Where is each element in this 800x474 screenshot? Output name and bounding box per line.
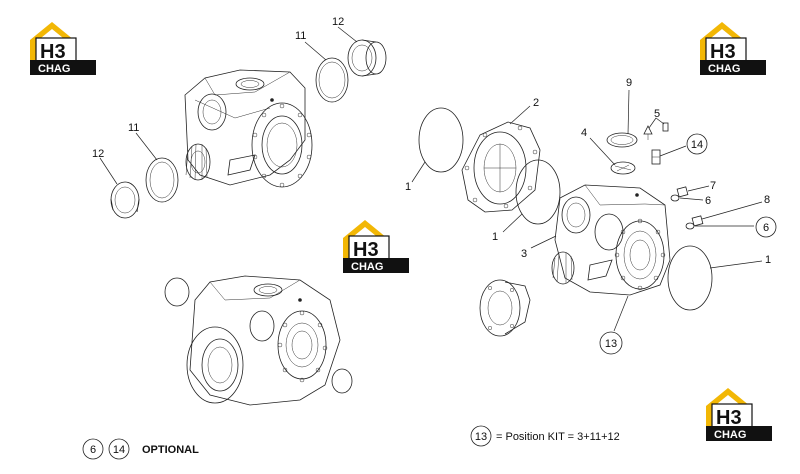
callout-11-top: 11 xyxy=(295,30,306,42)
logo-big-text: H3 xyxy=(353,239,379,261)
brand-logo-bottom-right: H3 CHAG xyxy=(705,387,773,442)
logo-small-text: CHAG xyxy=(38,63,70,75)
fitting-14 xyxy=(651,149,661,165)
callout-1-middle: 1 xyxy=(492,231,498,243)
brand-logo-top-right: H3 CHAG xyxy=(699,21,767,76)
legend-optional-label: OPTIONAL xyxy=(142,444,199,456)
plug-8 xyxy=(691,215,704,227)
brand-logo-top-left: H3 CHAG xyxy=(29,21,97,76)
callout-13-circle: 13 xyxy=(599,331,623,355)
callout-6-circle-text: 6 xyxy=(763,222,769,234)
callout-13-text: 13 xyxy=(605,338,617,350)
output-flange xyxy=(479,279,531,337)
o-ring-1-right xyxy=(667,245,713,311)
callout-3: 3 xyxy=(521,248,527,260)
legend-optional-14: 14 xyxy=(113,444,125,456)
callout-11-left: 11 xyxy=(128,122,139,134)
plug-4 xyxy=(610,161,636,175)
logo-small-text: CHAG xyxy=(714,429,746,441)
seal-ring-11-top xyxy=(315,57,349,103)
o-ring-left xyxy=(164,277,190,307)
callout-12-top: 12 xyxy=(332,16,344,28)
callout-1-right: 1 xyxy=(765,254,771,266)
callout-6-circle: 6 xyxy=(755,216,777,238)
housing-3 xyxy=(551,184,671,296)
brand-logo-center: H3 CHAG xyxy=(342,219,410,274)
callout-6-upper: 6 xyxy=(705,195,711,207)
callout-7: 7 xyxy=(710,180,716,192)
bearing-cup-12-left xyxy=(110,181,140,219)
logo-big-text: H3 xyxy=(40,41,66,63)
logo-small-text: CHAG xyxy=(351,261,383,273)
washer-6-upper xyxy=(670,194,680,202)
callout-14-text: 14 xyxy=(691,139,703,151)
o-ring-right xyxy=(331,368,353,394)
leader-lines-top-left xyxy=(99,26,358,185)
snap-ring-9 xyxy=(606,132,638,148)
legend-kit: 13 = Position KIT = 3+11+12 xyxy=(470,425,620,447)
legend-optional: 6 14 OPTIONAL xyxy=(82,438,199,460)
callout-12-left: 12 xyxy=(92,148,104,160)
breather-5 xyxy=(643,122,669,140)
o-ring-1-top xyxy=(418,107,464,173)
housing-assembly-top-left xyxy=(184,69,313,188)
o-ring-1-middle xyxy=(515,159,561,225)
callout-9: 9 xyxy=(626,77,632,89)
plug-7 xyxy=(676,186,689,198)
logo-big-text: H3 xyxy=(710,41,736,63)
callout-14-circle: 14 xyxy=(686,133,708,155)
callout-1-left: 1 xyxy=(405,181,411,193)
logo-small-text: CHAG xyxy=(708,63,740,75)
cover-plate-2 xyxy=(461,121,541,213)
washer-6-lower xyxy=(685,222,695,230)
callout-8: 8 xyxy=(764,194,770,206)
callout-4: 4 xyxy=(581,127,587,139)
legend-kit-text: = Position KIT = 3+11+12 xyxy=(496,431,620,443)
legend-kit-number: 13 xyxy=(475,431,487,443)
leader-lines-right xyxy=(411,89,763,332)
bearing-cup-12-top xyxy=(347,39,387,77)
callout-5: 5 xyxy=(654,108,660,120)
housing-assembly-bottom-left xyxy=(164,275,353,406)
seal-ring-11-left xyxy=(145,157,179,203)
logo-big-text: H3 xyxy=(716,407,742,429)
legend-optional-6: 6 xyxy=(90,444,96,456)
callout-2: 2 xyxy=(533,97,539,109)
